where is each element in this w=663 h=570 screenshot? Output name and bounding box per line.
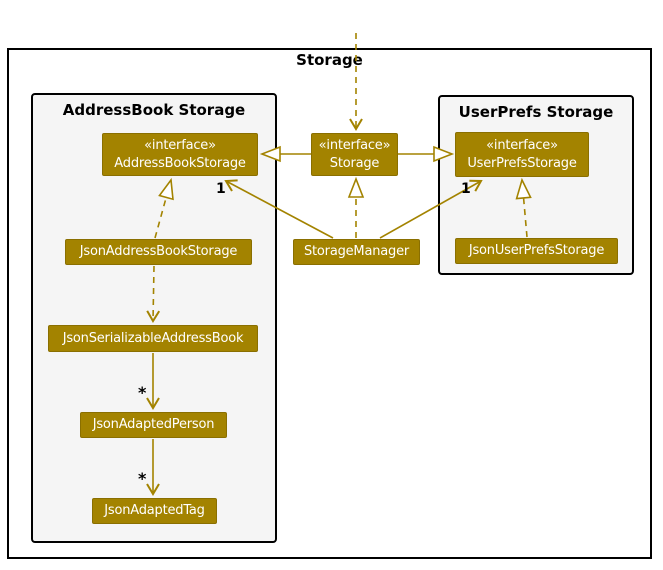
class-addressbookstorage-interface: «interface» AddressBookStorage [102, 133, 258, 176]
multiplicity-label-1-right: 1 [461, 181, 471, 197]
multiplicity-label-star-person: * [138, 383, 147, 402]
stereotype-label: «interface» [318, 137, 391, 153]
class-jsonaddressbookstorage: JsonAddressBookStorage [65, 239, 252, 265]
multiplicity-label-1-left: 1 [216, 181, 226, 197]
stereotype-label: «interface» [144, 137, 216, 153]
class-jsonuserprefsstorage: JsonUserPrefsStorage [455, 238, 618, 264]
class-storage-interface: «interface» Storage [311, 133, 398, 176]
class-jsonadaptedtag: JsonAdaptedTag [92, 498, 217, 524]
class-name: StorageManager [303, 244, 410, 259]
multiplicity-label-star-tag: * [138, 469, 147, 488]
class-name: UserPrefsStorage [467, 155, 577, 171]
class-name: AddressBookStorage [114, 155, 246, 171]
frame-title: Storage [296, 51, 363, 69]
class-userprefsstorage-interface: «interface» UserPrefsStorage [455, 132, 589, 177]
class-storagemanager: StorageManager [293, 239, 420, 265]
package-addressbook-title: AddressBook Storage [62, 101, 246, 119]
class-name: JsonAdaptedPerson [92, 417, 215, 432]
class-name: JsonAdaptedTag [104, 503, 205, 518]
class-name: JsonAddressBookStorage [79, 244, 238, 259]
package-userprefs-title: UserPrefs Storage [458, 103, 614, 121]
class-jsonserializableaddressbook: JsonSerializableAddressBook [48, 325, 258, 352]
class-name: JsonSerializableAddressBook [62, 330, 244, 346]
stereotype-label: «interface» [486, 137, 558, 153]
class-name: Storage [329, 155, 380, 171]
class-jsonadaptedperson: JsonAdaptedPerson [80, 412, 227, 438]
class-name: JsonUserPrefsStorage [468, 243, 605, 258]
